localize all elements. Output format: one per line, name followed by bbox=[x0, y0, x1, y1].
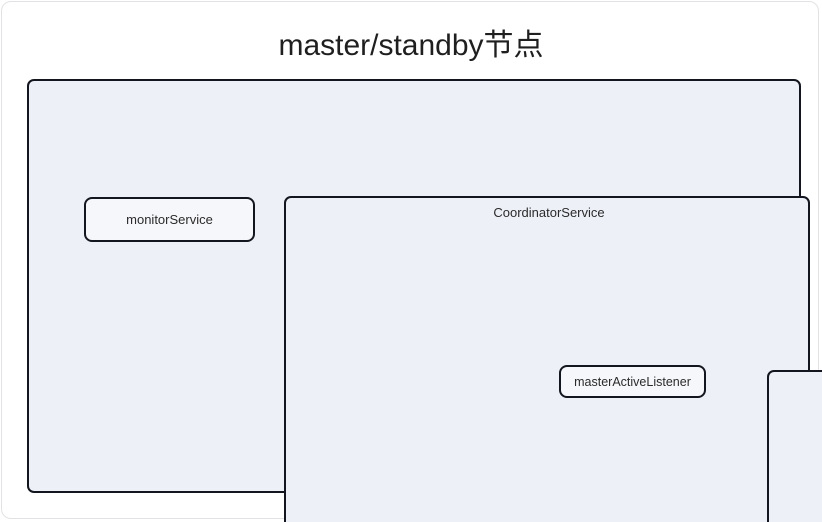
node-monitor-service-label: monitorService bbox=[126, 211, 213, 227]
node-coordinator-service: CoordinatorService masterActiveListener … bbox=[284, 196, 822, 522]
node-master-active-listener[interactable]: masterActiveListener bbox=[559, 365, 706, 398]
outer-node-container: monitorService CoordinatorService master… bbox=[27, 79, 822, 522]
node-monitor-service[interactable]: monitorService bbox=[84, 197, 255, 242]
page-title: master/standby节点 bbox=[278, 29, 544, 62]
node-master-active-listener-label: masterActiveListener bbox=[574, 374, 691, 389]
node-coordinator-service-label: CoordinatorService bbox=[493, 205, 605, 220]
node-master-container: eventProcessor jobHistoryService master bbox=[767, 370, 822, 522]
